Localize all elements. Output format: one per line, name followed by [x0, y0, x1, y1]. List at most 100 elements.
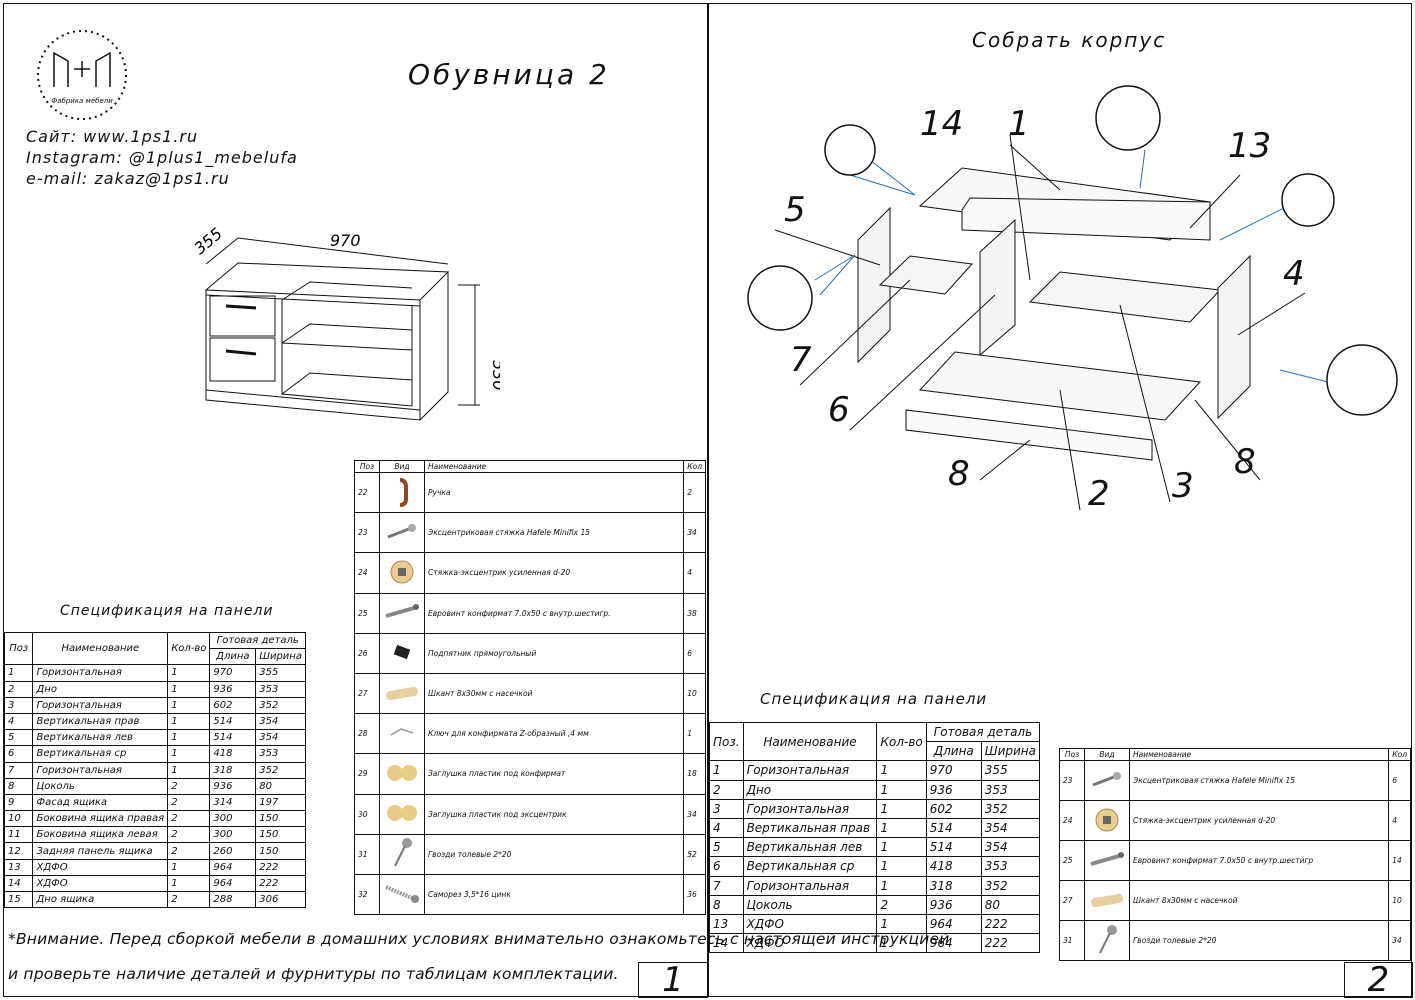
cell-name: Заглушка пластик под конфирмат	[423, 753, 685, 795]
spec-table-page-1: Поз Наименование Кол-во Готовая деталь Д…	[3, 631, 306, 909]
minifix-icon	[1089, 771, 1125, 793]
cell-name: Горизонтальная	[32, 761, 169, 779]
cam-lock-icon	[387, 560, 417, 588]
spec2-header-row: Поз. Наименование Кол-во Готовая деталь	[709, 721, 1041, 762]
cell-qty: 2	[167, 777, 211, 795]
fcol-name: Наименование	[423, 460, 685, 473]
confirmat-detail-icon	[1281, 173, 1335, 227]
cell-pos: 7	[3, 761, 34, 779]
spec2-subheader-row: Длина Ширина	[710, 741, 1041, 762]
sheet-1-border	[3, 3, 708, 997]
cell-name: Дно ящика	[32, 890, 169, 909]
cell-view	[379, 552, 425, 594]
cell-pos: 31	[354, 833, 380, 875]
cell-name: Эксцентриковая стяжка Hafele Minifix 15	[423, 512, 685, 554]
cell-name: Вертикальная прав	[742, 817, 878, 839]
cell-length: 418	[209, 745, 257, 763]
cell-width: 80	[980, 894, 1041, 915]
cell-qty: 2	[167, 810, 211, 828]
cell-qty: 1	[876, 913, 927, 935]
cell-length: 514	[209, 729, 257, 747]
hex-key-detail-icon	[1095, 85, 1161, 151]
contact-email[interactable]: e-mail: zakaz@1ps1.ru	[26, 169, 230, 188]
cell-length: 970	[209, 664, 257, 682]
cell-qty: 1	[876, 798, 927, 819]
cell-qty: 1	[167, 680, 211, 698]
cell-pos: 9	[3, 793, 34, 812]
cell-pos: 12	[3, 842, 34, 860]
cell-name: ХДФО	[32, 858, 169, 876]
cell-name: Гвозди толевые 2*20	[423, 833, 685, 875]
fcol-qty: Кол	[683, 460, 706, 473]
col-width: Ширина	[255, 648, 306, 666]
cell-length: 260	[209, 842, 257, 860]
cell-view	[1084, 800, 1130, 841]
col2-name: Наименование	[742, 721, 878, 762]
callout-2: 2	[1088, 474, 1110, 514]
cell-width: 352	[980, 798, 1041, 819]
cell-pos: 31	[1059, 920, 1085, 961]
cell-name: Цоколь	[32, 777, 169, 795]
dim-depth: 355	[190, 224, 226, 258]
cell-pos: 2	[709, 779, 744, 800]
cell-qty: 1	[167, 729, 211, 747]
spec-table-page-2: Поз. Наименование Кол-во Готовая деталь …	[709, 721, 1041, 954]
cell-length: 418	[925, 856, 982, 877]
cell-width: 352	[255, 761, 306, 779]
cell-name: Эксцентриковая стяжка Hafele Minifix 15	[1128, 760, 1390, 801]
cell-pos: 3	[3, 696, 34, 714]
callout-6: 6	[828, 390, 850, 430]
cell-width: 150	[255, 826, 306, 844]
callout-14: 14	[920, 104, 964, 144]
cell-qty: 1	[167, 696, 211, 714]
cell-length: 514	[925, 837, 982, 858]
detail-circles	[747, 85, 1398, 416]
contact-site[interactable]: Сайт: www.1ps1.ru	[26, 127, 199, 146]
cell-name: Ключ для конфирмата Z-образный ,4 мм	[423, 713, 685, 755]
col2-width: Ширина	[980, 741, 1041, 762]
cell-name: Боковина ящика левая	[32, 826, 169, 844]
callout-7: 7	[790, 340, 812, 380]
cell-length: 964	[925, 913, 982, 935]
cell-name: Вертикальная ср	[742, 856, 878, 877]
cell-qty: 2	[683, 471, 706, 514]
cell-pos: 8	[3, 777, 34, 795]
cell-length: 936	[925, 894, 982, 915]
cell-name: Подпятник прямоугольный	[423, 632, 685, 674]
contact-instagram[interactable]: Instagram: @1plus1_mebelufa	[26, 148, 298, 167]
brand-logo: Фабрика мебели	[34, 27, 130, 123]
fcol-view: Вид	[379, 460, 425, 473]
minifix-detail-icon	[824, 124, 876, 176]
callout-13: 13	[1228, 126, 1272, 166]
logo-ring-icon	[37, 30, 127, 120]
col2-pos: Поз.	[709, 721, 744, 762]
callout-4: 4	[1283, 254, 1305, 294]
cell-length: 318	[209, 761, 257, 779]
col-group: Готовая деталь	[209, 631, 306, 650]
cell-width: 222	[255, 874, 306, 893]
cap-icon	[384, 764, 420, 786]
confirmat-screw-icon	[382, 604, 422, 624]
spec-title-page-2: Спецификация на панели	[760, 690, 988, 708]
cell-view	[379, 833, 425, 875]
page-number-2: 2	[1344, 962, 1413, 998]
dim-height: 530	[489, 360, 500, 391]
cell-name: Гвозди толевые 2*20	[1128, 920, 1390, 961]
cell-qty: 10	[683, 672, 706, 715]
cell-name: Горизонтальная	[742, 760, 878, 781]
spec-title-page-1: Спецификация на панели	[60, 603, 274, 619]
cell-name: Горизонтальная	[742, 875, 878, 896]
cell-view	[1084, 880, 1130, 921]
callout-3: 3	[1172, 466, 1194, 506]
